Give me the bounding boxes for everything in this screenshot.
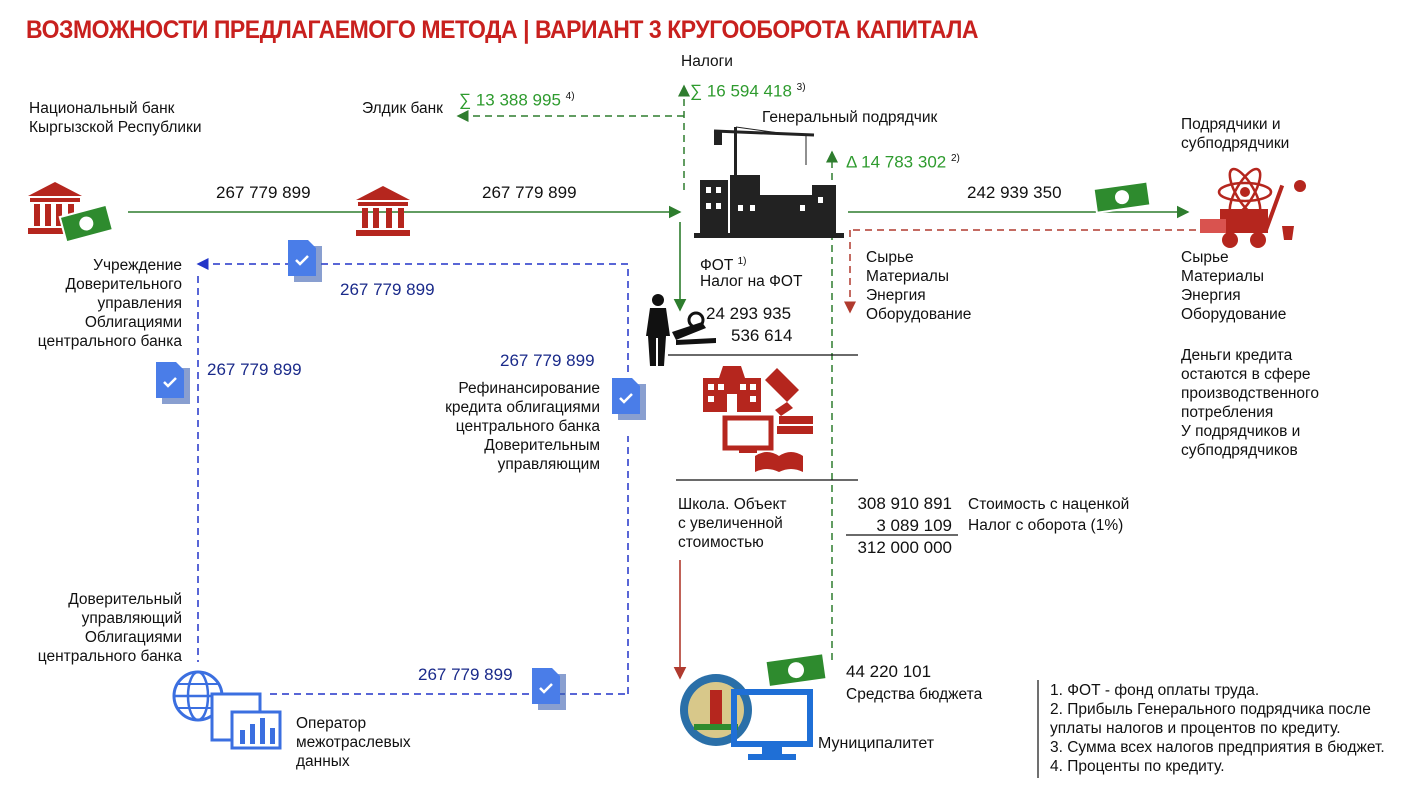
doc-amount-refin: 267 779 899 [500, 351, 595, 370]
municipality-label: Муниципалитет [818, 735, 935, 752]
doc-amount-top: 267 779 899 [340, 280, 435, 299]
delta-profit: Δ 14 783 302 2) [846, 152, 960, 172]
payroll-tax-label: Налог на ФОТ [700, 273, 803, 290]
industry-icon [1200, 167, 1306, 248]
document-icon-left [156, 362, 190, 404]
construction-icon [694, 126, 844, 238]
payroll-label: ФОТ 1) [700, 256, 747, 275]
general-contractor-label: Генеральный подрядчик [762, 109, 938, 126]
worker-icon [646, 294, 716, 366]
sum-eldik: ∑ 13 388 995 4) [459, 90, 575, 110]
document-icon-refin [612, 378, 646, 420]
footnotes: 1. ФОТ - фонд оплаты труда.2. Прибыль Ге… [1050, 682, 1385, 775]
cost-label2: Налог с оборота (1%) [968, 517, 1124, 534]
document-icon-top [288, 240, 322, 282]
page-title: ВОЗМОЖНОСТИ ПРЕДЛАГАЕМОГО МЕТОДА | ВАРИА… [26, 16, 979, 44]
cost-label1: Стоимость с наценкой [968, 496, 1130, 513]
flow-amount-contractors: 242 939 350 [967, 183, 1062, 202]
cost-value1: 308 910 891 [857, 494, 952, 513]
flow-amount-bank: 267 779 899 [482, 183, 577, 202]
cost-total: 312 000 000 [857, 538, 952, 557]
doc-amount-bottom: 267 779 899 [418, 665, 513, 684]
national-bank-icon [28, 182, 112, 244]
budget-label: Средства бюджета [846, 686, 983, 703]
flow-amount-nb: 267 779 899 [216, 183, 311, 202]
cost-value2: 3 089 109 [876, 516, 952, 535]
budget-value: 44 220 101 [846, 662, 932, 681]
doc-amount-left: 267 779 899 [207, 360, 302, 379]
payroll-value2: 536 614 [731, 326, 793, 345]
payroll-value1: 24 293 935 [706, 304, 792, 323]
school-icon [703, 366, 813, 472]
money-icon [1092, 180, 1152, 214]
document-icon-bottom [532, 668, 566, 710]
eldik-bank-label: Элдик банк [362, 100, 443, 117]
sum-taxes: ∑ 16 594 418 3) [690, 81, 806, 101]
municipality-icon [680, 674, 813, 760]
bank-icon [356, 186, 410, 236]
money-icon-budget [764, 652, 828, 688]
data-operator-icon [172, 670, 282, 750]
taxes-label: Налоги [681, 53, 733, 70]
